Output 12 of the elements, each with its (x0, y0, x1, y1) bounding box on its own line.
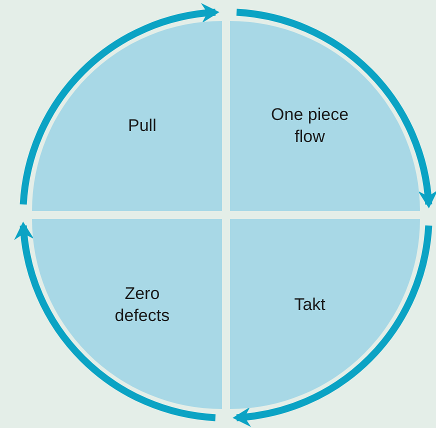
cycle-arrow (14, 222, 216, 422)
quadrant-label: Pull (127, 114, 158, 136)
quadrant-segment (230, 219, 420, 409)
quadrant-segment (230, 21, 420, 211)
quadrant-segment (32, 21, 222, 211)
cycle-arrow (20, 4, 220, 205)
quadrant-label: Takt (293, 294, 326, 316)
quadrant-label: One piece flow (270, 104, 350, 148)
quadrant-segment (32, 219, 222, 409)
quadrant-label: Zero defects (114, 282, 171, 326)
cycle-arrow (232, 225, 432, 426)
cycle-arrow (236, 8, 436, 208)
